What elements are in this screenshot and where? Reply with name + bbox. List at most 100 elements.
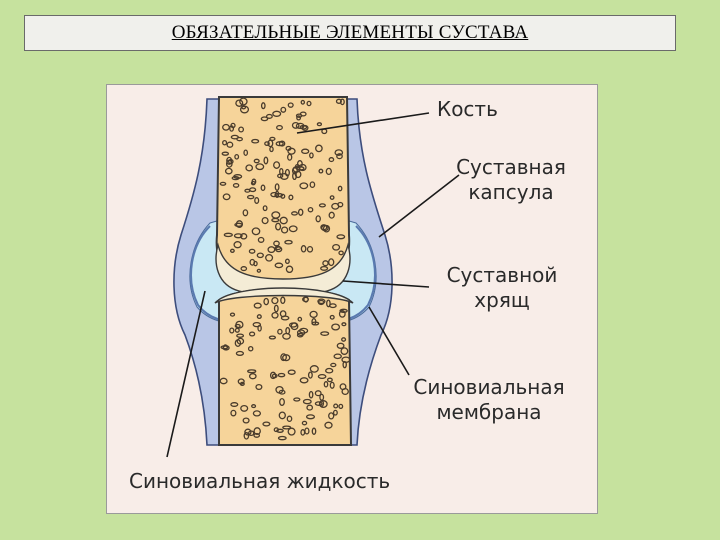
bone-pore (332, 409, 338, 416)
bone-pore (229, 125, 235, 132)
bone-pore (337, 185, 343, 192)
bone-pore (279, 310, 287, 318)
slide-title: ОБЯЗАТЕЛЬНЫЕ ЭЛЕМЕНТЫ СУСТАВА (171, 22, 529, 43)
bone-pore (333, 353, 342, 360)
bone-pore (276, 428, 284, 433)
bone-pore (267, 139, 274, 148)
bone-pore (278, 411, 286, 420)
bone-pore (291, 121, 300, 129)
bone-pore (275, 222, 282, 231)
bone-pore (318, 168, 324, 174)
bone-pore (253, 427, 261, 436)
bone-pore (260, 184, 266, 192)
bone-pore (315, 144, 323, 153)
bone-pore (339, 98, 345, 106)
bone-pore (223, 232, 233, 238)
bone-pore (309, 310, 318, 319)
bone-pore (275, 141, 284, 147)
bone-pore (233, 233, 243, 239)
bone-pore (248, 187, 257, 193)
bone-pore (287, 147, 296, 155)
bone-pore (338, 310, 346, 318)
bone-pore (287, 427, 296, 436)
bone-pore (277, 435, 287, 441)
bone-pore (262, 205, 268, 212)
bone-pore (238, 126, 245, 133)
bone-pore (237, 378, 245, 385)
bone-pore (252, 321, 262, 328)
bone-pore (332, 243, 341, 251)
bone-pore (251, 404, 257, 409)
bone-pore (331, 323, 341, 331)
bone-pore (277, 372, 286, 378)
bone-pore (243, 431, 250, 440)
bone-pore (240, 266, 248, 272)
bone-pore (328, 258, 335, 267)
bone-pore (282, 425, 292, 430)
bone-pore (341, 322, 347, 327)
bone-pore (287, 102, 294, 108)
bone-pore (265, 113, 273, 119)
bone-pore (264, 141, 270, 146)
bone-pore (265, 253, 274, 262)
bone-pore (328, 412, 335, 420)
bone-pore (277, 173, 284, 179)
bone-pore (317, 373, 327, 380)
bone-pore (251, 227, 261, 236)
leader-fluid (166, 290, 206, 458)
bone-pore (301, 148, 310, 155)
bone-pore (241, 105, 247, 110)
bone-pore (242, 417, 250, 424)
bone-pore (219, 377, 228, 385)
bone-pore (263, 297, 270, 306)
bone-pore (307, 371, 313, 379)
bone-pore (309, 181, 316, 189)
bone-pore (271, 296, 279, 305)
bone-pore (306, 100, 312, 107)
bone-pore (290, 322, 299, 331)
bone-pore (235, 350, 245, 356)
bone-pore (276, 124, 283, 131)
bone-pore (280, 296, 286, 305)
bone-pore (336, 234, 346, 240)
bone-pore (317, 298, 326, 305)
bone-pore (274, 190, 280, 199)
bone-pore (262, 421, 271, 427)
bone-pore (296, 115, 302, 121)
upper-bone-pores (219, 97, 346, 274)
bone-pore (340, 347, 349, 355)
bone-pore (225, 159, 233, 168)
upper-bone (215, 96, 351, 283)
bone-pore (328, 157, 335, 163)
bone-pore (256, 314, 262, 320)
bone-pore (249, 258, 256, 266)
label-bone: Кость (437, 97, 498, 121)
bone-pore (278, 140, 286, 147)
label-cartilage-line2: хрящ (474, 288, 530, 312)
bone-pore (291, 211, 298, 216)
bone-pore (267, 246, 276, 254)
bone-pore (260, 102, 266, 110)
bone-pore (326, 377, 333, 383)
bone-pore (224, 167, 233, 175)
bone-pore (299, 377, 309, 384)
upper-cartilage (215, 242, 351, 296)
bone-pore (288, 225, 298, 233)
bone-pore (284, 258, 290, 265)
bone-pore (330, 362, 337, 368)
diagram-panel: Кость Суставная капсула Суставной хрящ С… (106, 84, 598, 514)
bone-pore (326, 299, 331, 308)
bone-pore (268, 335, 277, 340)
title-box: ОБЯЗАТЕЛЬНЫЕ ЭЛЕМЕНТЫ СУСТАВА (24, 15, 676, 51)
bone-pore (222, 139, 228, 146)
bone-pore (247, 369, 257, 374)
bone-pore (229, 312, 236, 317)
bone-pore (252, 410, 262, 417)
bone-pore (222, 344, 228, 351)
bone-pore (307, 206, 314, 213)
label-capsule: Суставная капсула (437, 155, 585, 205)
bone-pore (257, 236, 265, 243)
leader-membrane (368, 306, 410, 376)
bone-pore (261, 216, 269, 225)
bone-pore (278, 389, 286, 395)
